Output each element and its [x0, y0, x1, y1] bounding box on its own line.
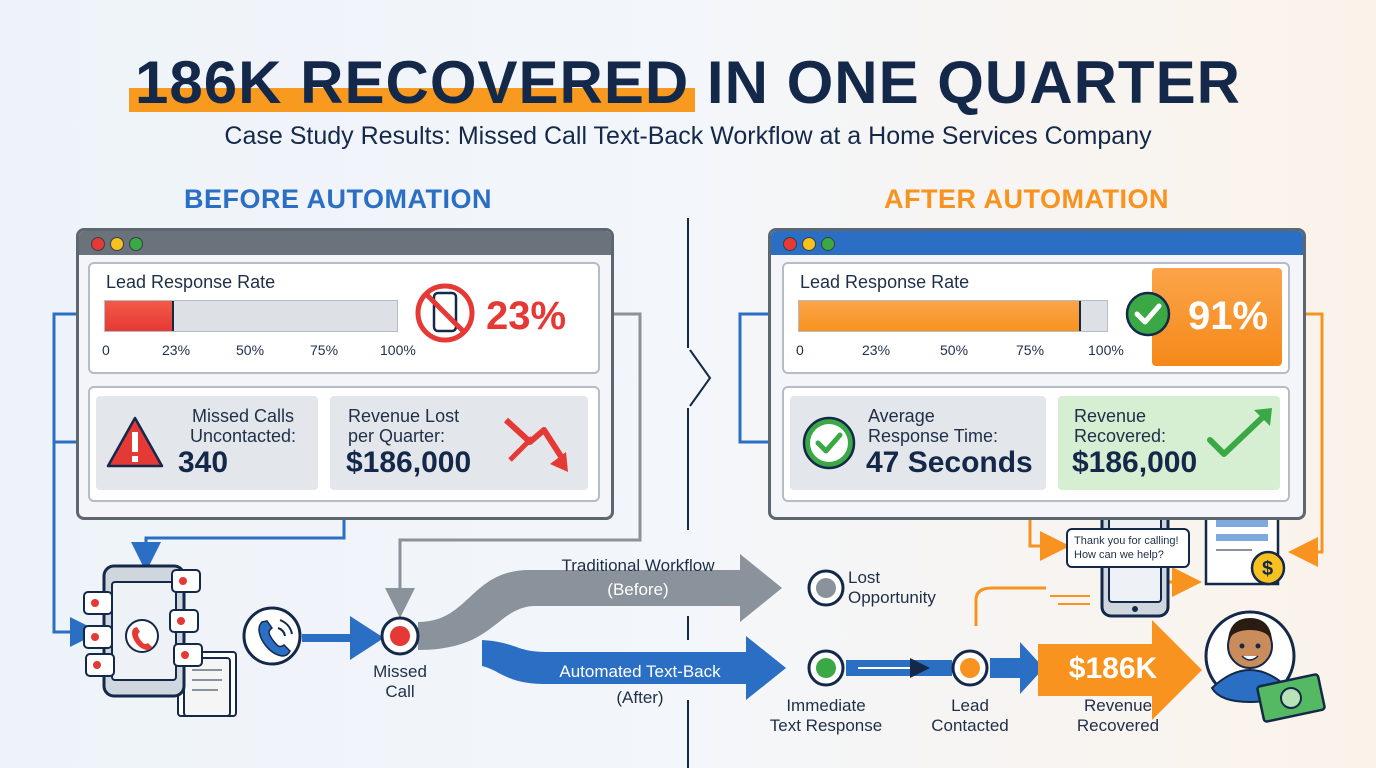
revenue-recovered-flow-2: Recovered	[1076, 716, 1160, 735]
revenue-recovered-label-2: Recovered:	[1074, 426, 1167, 446]
before-tick-0: 0	[102, 342, 110, 358]
title-highlight: 186K RECOVERED	[135, 49, 690, 116]
lead-label-2: Contacted	[931, 716, 1009, 735]
immediate-label-1: Immediate	[786, 696, 866, 715]
before-rate-title: Lead Response Rate	[106, 272, 276, 292]
lost-opportunity-label-2: Opportunity	[848, 588, 936, 607]
before-rate-bar	[104, 300, 398, 332]
revenue-lost-card	[330, 396, 588, 490]
traditional-label-1: Traditional Workflow	[561, 556, 715, 575]
automated-label-2: (After)	[616, 688, 664, 707]
revenue-recovered-card	[1058, 396, 1280, 490]
right-connectors	[738, 312, 784, 444]
revenue-arrow-value: $186K	[1068, 652, 1158, 685]
before-rate-fill	[105, 301, 175, 331]
automated-label-1: Automated Text-Back	[559, 662, 721, 681]
before-tick-75: 75%	[310, 342, 339, 358]
after-rate-value: 91%	[1188, 294, 1269, 338]
before-tick-23: 23%	[162, 342, 191, 358]
missed-calls-label-2: Uncontacted:	[189, 426, 297, 446]
avatar-icon	[1204, 610, 1296, 704]
lost-opportunity-label-1: Lost	[848, 568, 881, 587]
before-rate-value: 23%	[486, 294, 567, 338]
revenue-recovered-value: $186,000	[1072, 446, 1198, 479]
after-rate-title: Lead Response Rate	[800, 272, 970, 292]
revenue-recovered-label-1: Revenue	[1074, 406, 1147, 426]
missed-call-label: Missed Call	[373, 662, 427, 701]
lead-node	[951, 649, 989, 687]
page-title: 186K RECOVERED IN ONE QUARTER	[0, 48, 1376, 117]
up-arrow-icon	[1207, 408, 1272, 457]
check-circle-icon	[1125, 291, 1171, 337]
revenue-lost-value: $186,000	[346, 446, 472, 479]
before-tick-100: 100%	[380, 342, 416, 358]
after-tick-75: 75%	[1016, 342, 1045, 358]
arrow-to-missed-call	[302, 616, 384, 660]
lead-label-1: Lead	[951, 696, 989, 715]
sms-line-2: How can we help?	[1074, 549, 1164, 561]
missed-call-node	[380, 616, 420, 656]
sms-line-1: Thank you for calling!	[1074, 535, 1179, 547]
immediate-node	[807, 649, 845, 687]
before-tick-50: 50%	[236, 342, 265, 358]
down-arrow-icon	[503, 417, 568, 472]
missed-calls-phone-icon	[83, 564, 237, 717]
traditional-flow-arrow	[418, 554, 782, 650]
traditional-label-2: (Before)	[607, 580, 669, 599]
after-tick-50: 50%	[940, 342, 969, 358]
title-rest: IN ONE QUARTER	[689, 49, 1241, 116]
check-circle-icon-2	[802, 416, 856, 470]
after-tick-100: 100%	[1088, 342, 1124, 358]
lost-opportunity-node	[807, 569, 845, 607]
response-time-label-2: Response Time:	[868, 426, 999, 446]
response-time-label-1: Average	[868, 406, 935, 426]
after-tick-0: 0	[796, 342, 804, 358]
after-tick-23: 23%	[862, 342, 891, 358]
no-phone-icon	[415, 283, 475, 343]
revenue-arrow	[1038, 620, 1202, 720]
money-icon	[1256, 673, 1326, 723]
immediate-label-2: Text Response	[769, 716, 883, 735]
revenue-lost-label-2: per Quarter:	[348, 426, 446, 446]
sms-bubble: Thank you for calling! How can we help?	[1066, 528, 1190, 568]
warning-icon	[106, 416, 164, 468]
after-rate-badge	[1152, 268, 1282, 366]
phone-call-icon	[242, 606, 302, 666]
missed-calls-label-1: Missed Calls	[191, 406, 295, 426]
revenue-lost-label-1: Revenue Lost	[348, 406, 460, 426]
after-rate-fill	[799, 301, 1082, 331]
center-divider	[687, 218, 712, 768]
missed-calls-value: 340	[178, 446, 229, 479]
subtitle: Case Study Results: Missed Call Text-Bac…	[224, 122, 1152, 150]
automated-flow-arrow	[482, 636, 786, 700]
dollar-glyph: $	[1262, 558, 1274, 580]
after-section-label: AFTER AUTOMATION	[884, 184, 1169, 214]
response-time-value: 47 Seconds	[866, 446, 1033, 479]
gray-connector	[385, 312, 642, 618]
after-rate-bar	[798, 300, 1108, 332]
before-section-label: BEFORE AUTOMATION	[184, 184, 492, 214]
revenue-recovered-flow-1: Revenue	[1083, 696, 1153, 715]
